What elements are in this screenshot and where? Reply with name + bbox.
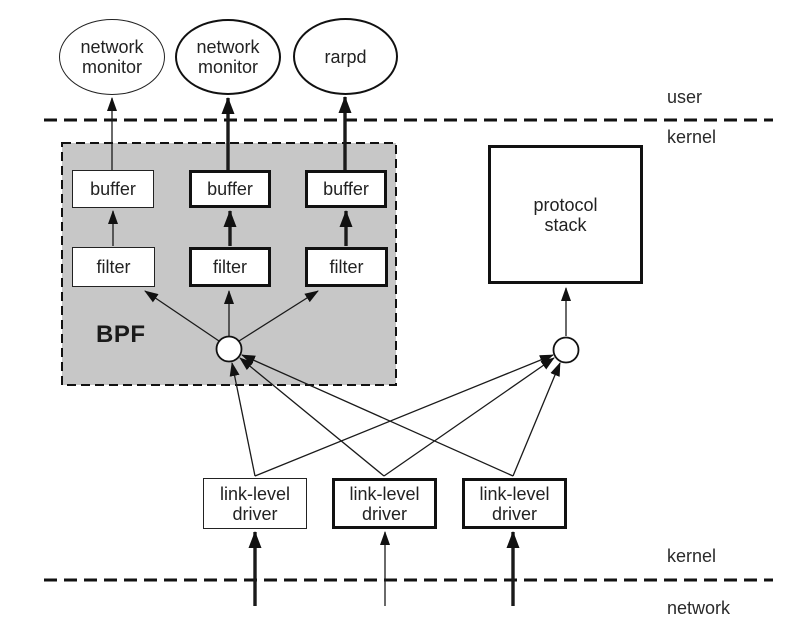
- buffer-box-3: buffer: [305, 170, 387, 208]
- kernel-label-bottom: kernel: [667, 546, 717, 566]
- buffer-box-1: buffer: [72, 170, 154, 208]
- process-ellipse-network-monitor-1: network monitor: [59, 19, 165, 95]
- process-ellipse-rarpd: rarpd: [293, 18, 398, 95]
- arrow-driver1-to-stack-junction: [254, 354, 554, 477]
- link-level-driver-box-1: link-level driver: [203, 478, 307, 529]
- arrow-driver3-to-bpf-junction: [241, 354, 514, 477]
- driver-label: link-level driver: [219, 483, 291, 524]
- buffer-label: buffer: [207, 179, 253, 199]
- process-label: network monitor: [196, 37, 260, 77]
- filter-label: filter: [96, 257, 131, 277]
- arrow-driver2-to-bpf-junction: [239, 357, 385, 477]
- driver-label: link-level driver: [479, 483, 550, 524]
- protocol-stack-box: protocol stack: [488, 145, 643, 284]
- filter-box-3: filter: [305, 247, 388, 287]
- link-level-driver-box-2: link-level driver: [332, 478, 437, 529]
- process-label: network monitor: [80, 37, 144, 77]
- filter-label: filter: [212, 257, 247, 277]
- filter-box-1: filter: [72, 247, 155, 287]
- bpf-tap-junction: [215, 335, 243, 363]
- arrow-junction-to-filter1: [144, 290, 220, 342]
- filter-label: filter: [329, 257, 364, 277]
- link-level-driver-box-3: link-level driver: [462, 478, 567, 529]
- filter-box-2: filter: [189, 247, 271, 287]
- user-label: user: [667, 87, 703, 107]
- arrow-driver1-to-bpf-junction: [229, 362, 256, 477]
- arrow-driver2-to-stack-junction: [383, 357, 555, 477]
- process-ellipse-network-monitor-2: network monitor: [175, 19, 281, 95]
- bpf-region-label: BPF: [96, 321, 146, 348]
- driver-label: link-level driver: [349, 483, 420, 524]
- arrow-driver3-to-stack-junction: [512, 362, 561, 477]
- arrow-junction-to-filter3: [238, 290, 319, 342]
- network-label: network: [667, 598, 731, 618]
- buffer-box-2: buffer: [189, 170, 271, 208]
- buffer-label: buffer: [323, 179, 369, 199]
- kernel-label-top: kernel: [667, 127, 717, 147]
- protocol-stack-junction: [552, 336, 580, 364]
- process-label: rarpd: [324, 46, 367, 67]
- protocol-stack-label: protocol stack: [533, 194, 598, 235]
- buffer-label: buffer: [90, 179, 136, 199]
